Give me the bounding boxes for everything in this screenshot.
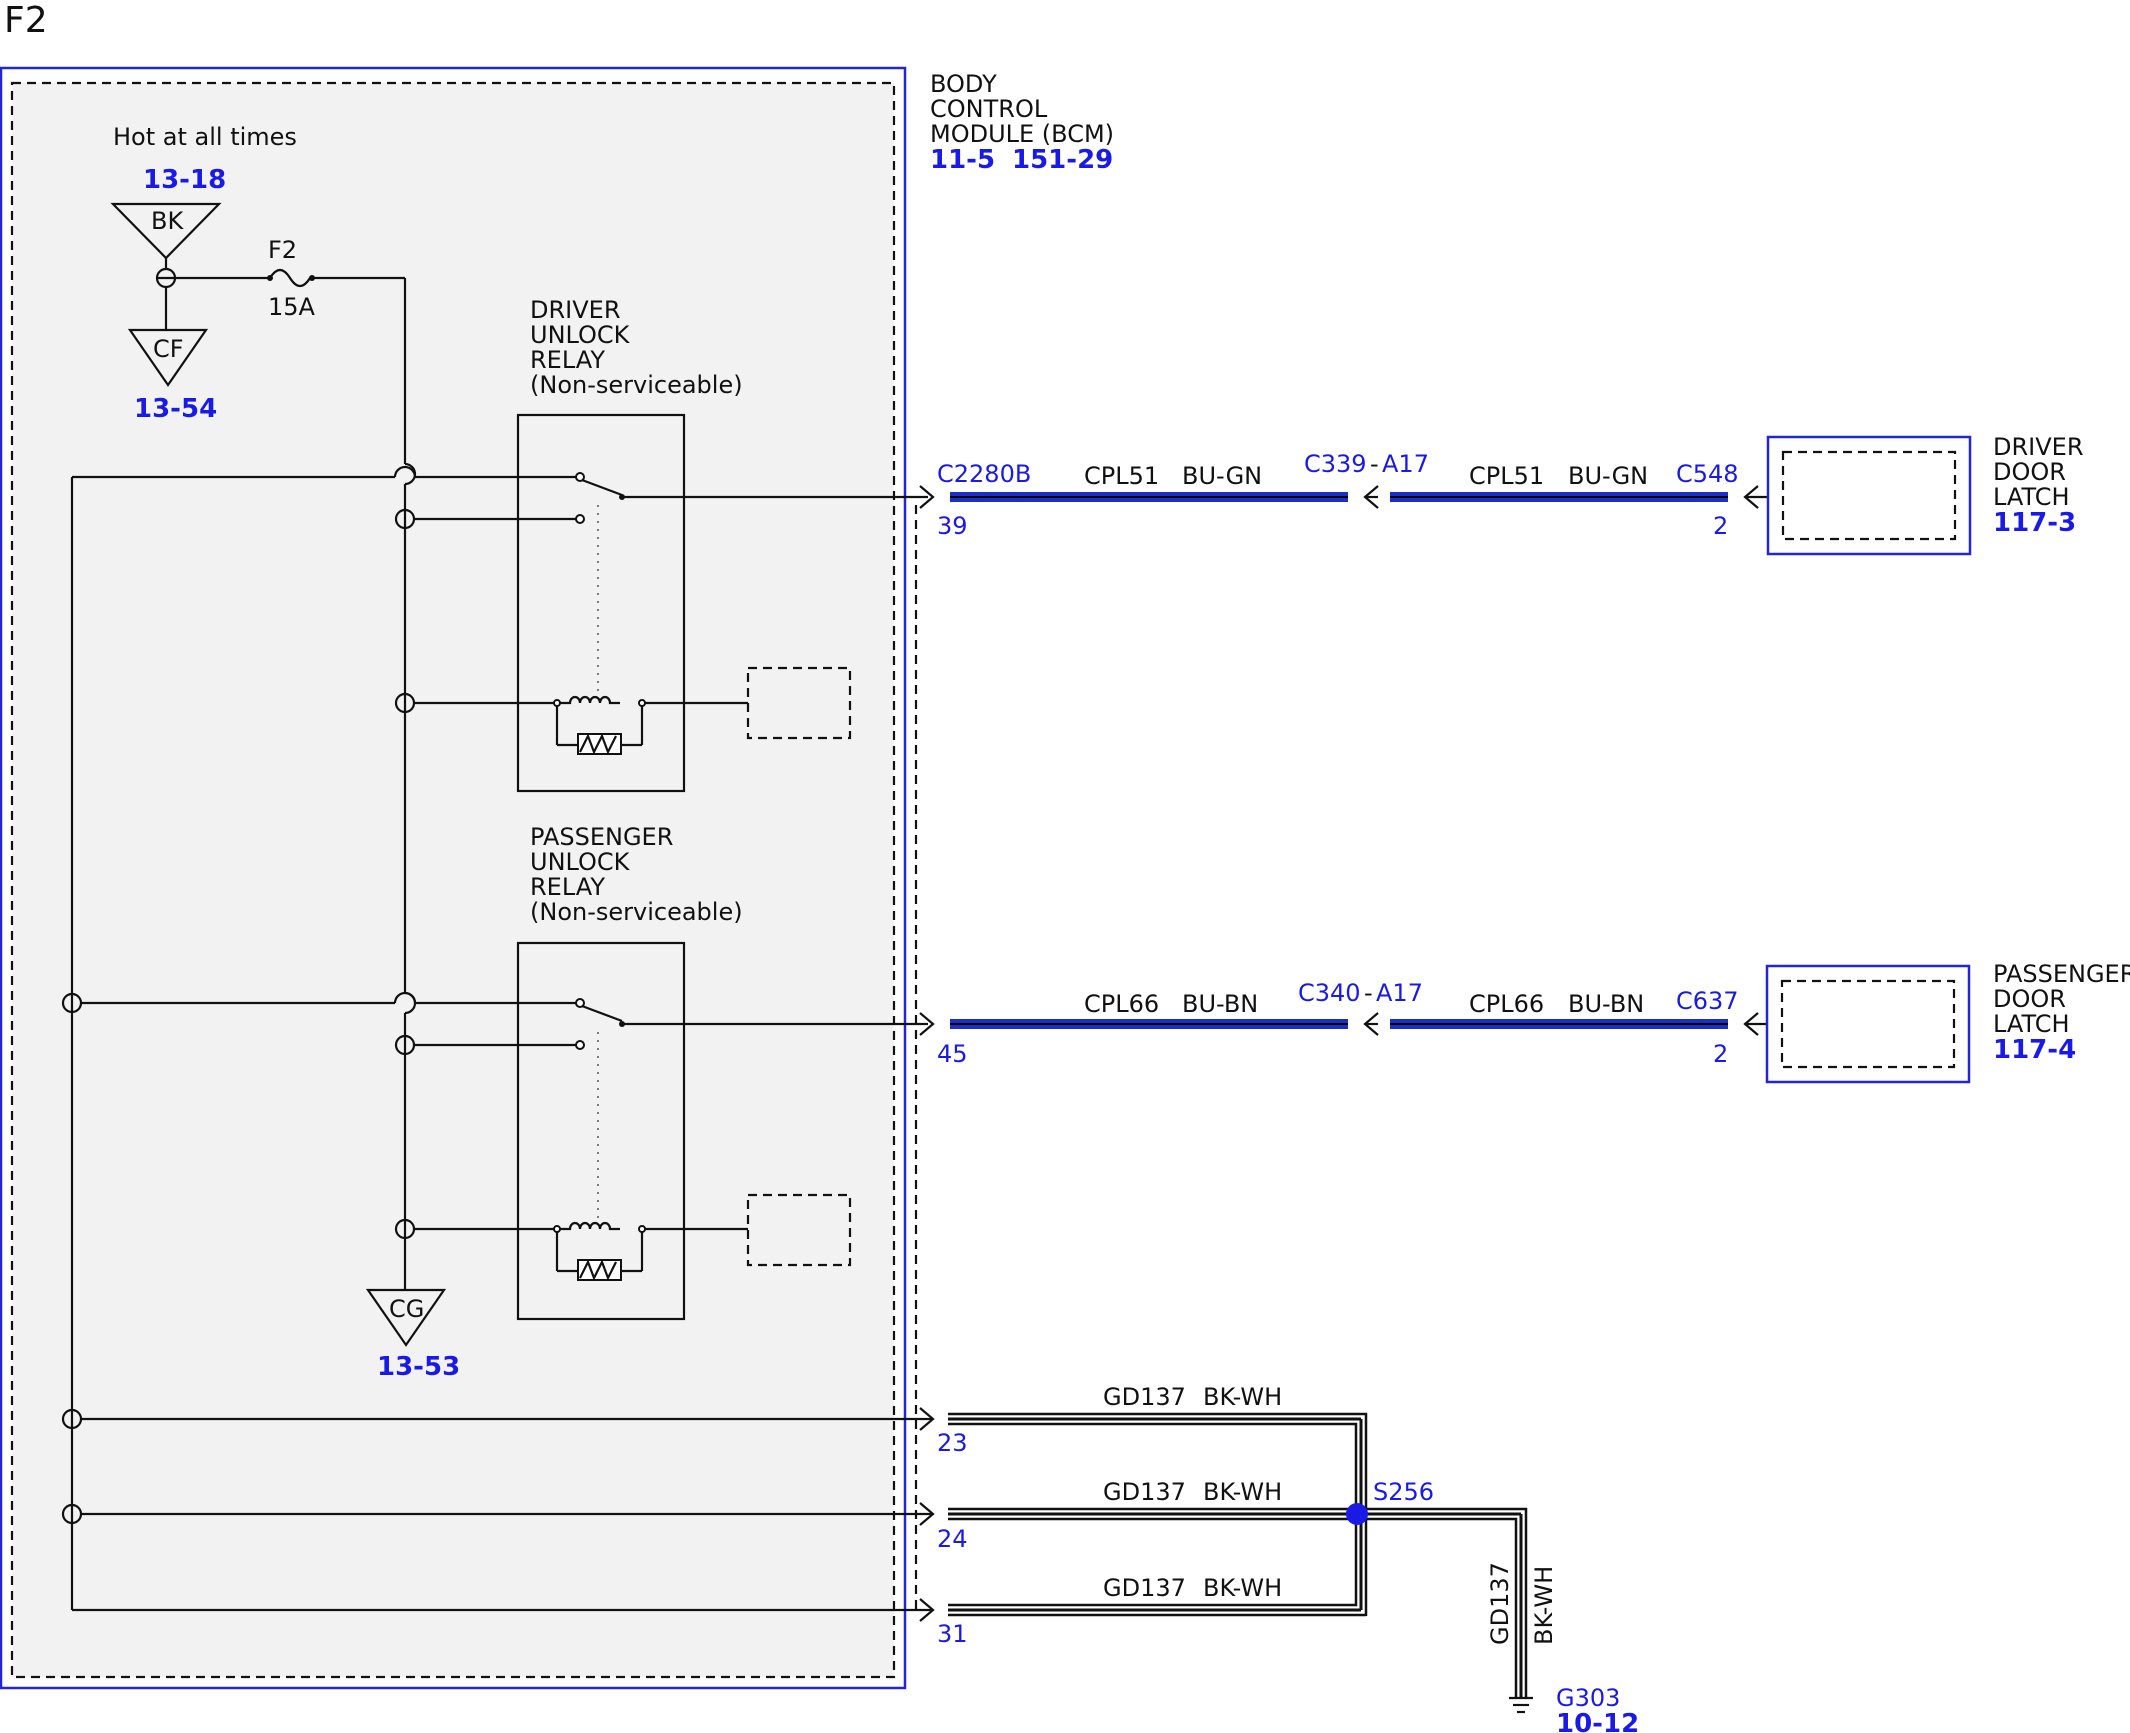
- passenger-latch-label-2: DOOR: [1993, 985, 2066, 1013]
- power-ref-top[interactable]: 13-18: [143, 165, 226, 195]
- fuse-name: F2: [268, 236, 297, 264]
- ground-circuit-3: GD137: [1103, 1574, 1186, 1602]
- power-ref-cf[interactable]: 13-54: [134, 394, 217, 424]
- ground-color-2: BK-WH: [1203, 1478, 1282, 1506]
- driver-relay-box: [516, 413, 686, 793]
- power-triangle-bk-label: BK: [151, 207, 184, 235]
- power-triangle-bk: BK: [110, 202, 222, 260]
- power-triangle-cf: CF: [127, 328, 209, 387]
- passenger-circuit-b: CPL66: [1469, 990, 1544, 1018]
- bcm-outline: [0, 66, 907, 1690]
- ground-circuit-1: GD137: [1103, 1383, 1186, 1411]
- passenger-inline-connector[interactable]: C340: [1298, 979, 1361, 1007]
- passenger-inline-pin: A17: [1376, 979, 1423, 1007]
- splice-s256[interactable]: [1346, 1503, 1368, 1525]
- driver-bcm-connector[interactable]: C2280B: [937, 460, 1031, 488]
- driver-latch-label-2: DOOR: [1993, 458, 2066, 486]
- hot-at-all-times-label: Hot at all times: [113, 123, 297, 151]
- power-triangle-cg-label: CG: [389, 1295, 424, 1323]
- passenger-relay-label-3: RELAY: [530, 873, 605, 901]
- passenger-relay-box: [516, 941, 686, 1321]
- driver-inline-sep: -: [1370, 450, 1379, 478]
- power-triangle-cg: CG: [365, 1288, 447, 1347]
- bcm-label-line3: MODULE (BCM): [930, 120, 1114, 148]
- passenger-color-b: BU-BN: [1568, 990, 1644, 1018]
- ground-color-1: BK-WH: [1203, 1383, 1282, 1411]
- driver-latch-pin: 2: [1713, 512, 1728, 540]
- passenger-latch-label-3: LATCH: [1993, 1010, 2070, 1038]
- power-ref-cg[interactable]: 13-53: [377, 1352, 460, 1382]
- bcm-label-line1: BODY: [930, 70, 997, 98]
- driver-inline-connector[interactable]: C339: [1304, 450, 1367, 478]
- passenger-inline-sep: -: [1364, 979, 1373, 1007]
- driver-latch-label-1: DRIVER: [1993, 433, 2084, 461]
- passenger-relay-label-1: PASSENGER: [530, 823, 673, 851]
- driver-relay-label-1: DRIVER: [530, 296, 621, 324]
- driver-relay-label-4: (Non-serviceable): [530, 371, 743, 399]
- driver-color-b: BU-GN: [1568, 462, 1648, 490]
- driver-color-a: BU-GN: [1182, 462, 1262, 490]
- driver-latch-connector[interactable]: C548: [1676, 460, 1739, 488]
- passenger-relay-label-4: (Non-serviceable): [530, 898, 743, 926]
- ground-symbol: [1509, 1696, 1533, 1714]
- passenger-relay-label-2: UNLOCK: [530, 848, 631, 876]
- passenger-bcm-pin: 45: [937, 1040, 968, 1068]
- ground-wire-harness[interactable]: [948, 1412, 1528, 1698]
- passenger-door-latch-box[interactable]: [1765, 964, 1971, 1084]
- passenger-latch-label-1: PASSENGER: [1993, 960, 2130, 988]
- ground-point-ref[interactable]: 10-12: [1556, 1709, 1639, 1733]
- bcm-label-line2: CONTROL: [930, 95, 1048, 123]
- power-triangle-cf-label: CF: [153, 335, 184, 363]
- ground-drop-color: BK-WH: [1530, 1566, 1558, 1645]
- driver-door-latch-box[interactable]: [1766, 435, 1972, 556]
- driver-circuit-b: CPL51: [1469, 462, 1544, 490]
- bcm-inner-boundary: [10, 81, 896, 1679]
- driver-bcm-pin: 39: [937, 512, 968, 540]
- passenger-relay-coil: [553, 1221, 646, 1281]
- driver-relay-label-2: UNLOCK: [530, 321, 631, 349]
- ground-drop-circuit: GD137: [1486, 1562, 1514, 1645]
- ground-circuit-2: GD137: [1103, 1478, 1186, 1506]
- passenger-circuit-a: CPL66: [1084, 990, 1159, 1018]
- passenger-latch-connector[interactable]: C637: [1676, 987, 1739, 1015]
- driver-latch-ref[interactable]: 117-3: [1993, 508, 2076, 538]
- passenger-relay-contact: [581, 1004, 623, 1023]
- page-title: F2: [4, 0, 48, 41]
- driver-relay-coil: [553, 695, 646, 755]
- driver-latch-label-3: LATCH: [1993, 483, 2070, 511]
- ground-pin-2: 24: [937, 1525, 968, 1553]
- passenger-latch-ref[interactable]: 117-4: [1993, 1035, 2076, 1065]
- bcm-ref-1[interactable]: 11-5: [930, 145, 995, 175]
- bcm-ref-2[interactable]: 151-29: [1012, 145, 1113, 175]
- driver-circuit-a: CPL51: [1084, 462, 1159, 490]
- driver-relay-label-3: RELAY: [530, 346, 605, 374]
- ground-pin-1: 23: [937, 1429, 968, 1457]
- driver-inline-pin: A17: [1382, 450, 1429, 478]
- driver-relay-driver-box: [746, 666, 852, 740]
- passenger-relay-driver-box: [746, 1193, 852, 1267]
- driver-relay-contact: [581, 478, 623, 497]
- splice-label: S256: [1373, 1478, 1434, 1506]
- ground-point-label[interactable]: G303: [1556, 1684, 1620, 1712]
- ground-color-3: BK-WH: [1203, 1574, 1282, 1602]
- passenger-color-a: BU-BN: [1182, 990, 1258, 1018]
- passenger-bcm-pin-arrow: [919, 1012, 935, 1036]
- driver-bcm-pin-arrow: [919, 485, 935, 509]
- ground-pin-3: 31: [937, 1620, 968, 1648]
- fuse-rating: 15A: [268, 293, 316, 321]
- passenger-latch-pin: 2: [1713, 1040, 1728, 1068]
